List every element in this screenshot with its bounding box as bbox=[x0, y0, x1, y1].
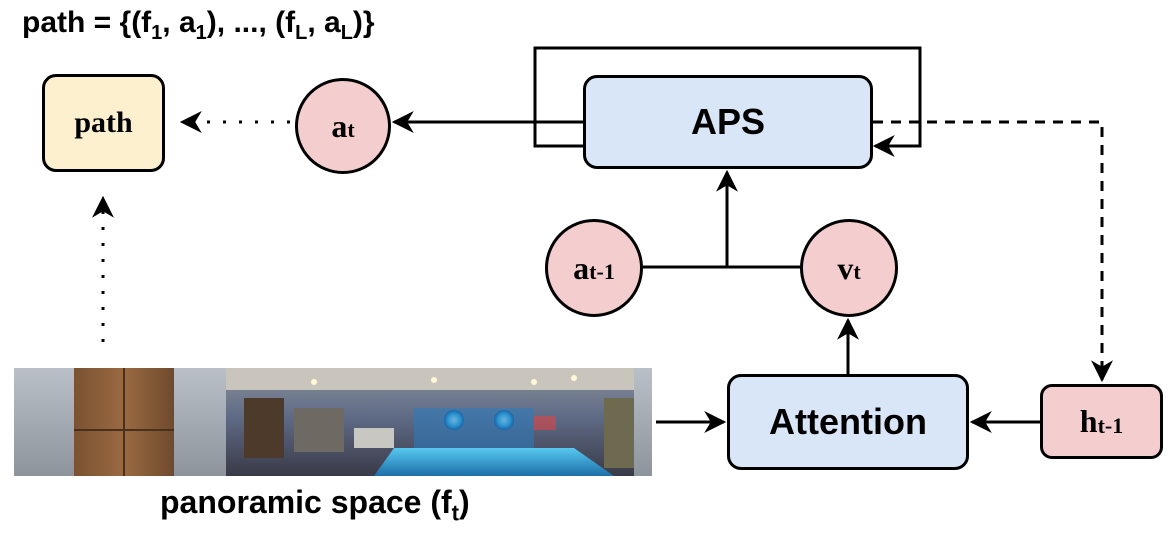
path-definition-title: path = {(f1, a1), ..., (fL, aL)} bbox=[22, 6, 375, 44]
path-node: path bbox=[42, 74, 165, 172]
panorama-image bbox=[14, 368, 652, 476]
panorama-caption: panoramic space (ft) bbox=[160, 484, 470, 526]
attention-node: Attention bbox=[727, 374, 969, 470]
aps-to-h-dashed-arrow bbox=[873, 120, 1113, 383]
aps-loop-line bbox=[533, 46, 922, 157]
aps-node: APS bbox=[583, 75, 873, 169]
